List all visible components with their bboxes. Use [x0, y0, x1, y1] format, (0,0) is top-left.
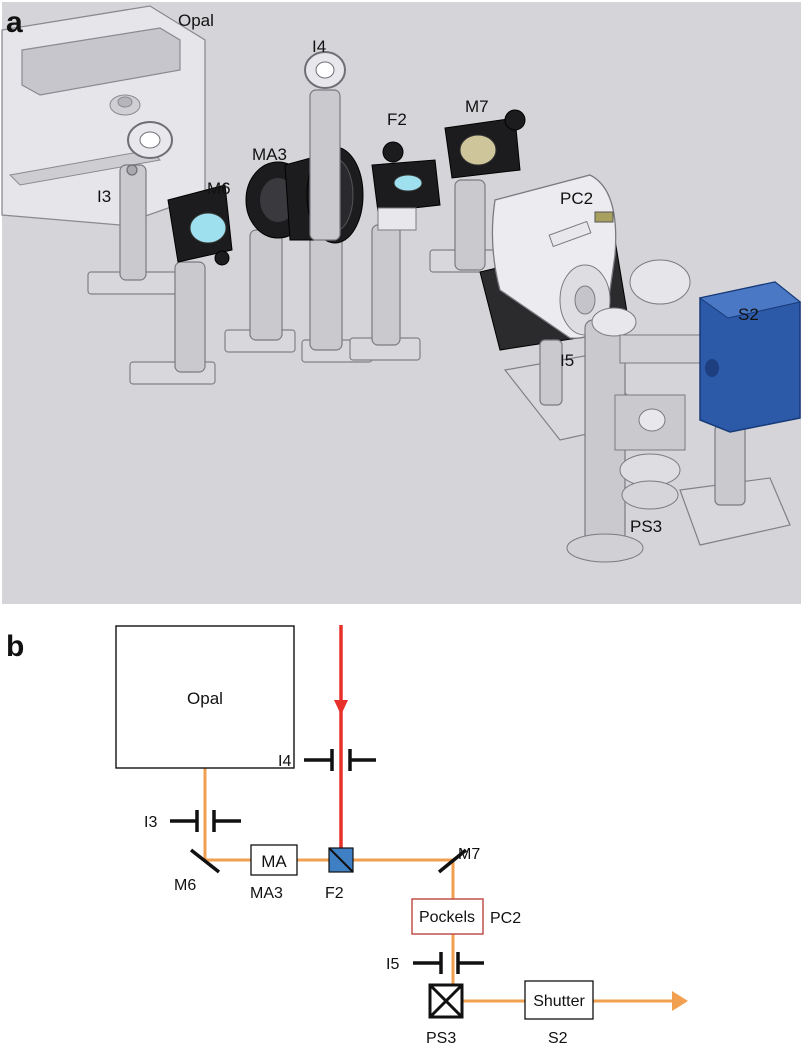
- mirror-m6-symbol: [189, 848, 221, 874]
- label-f2-schematic: F2: [325, 885, 344, 902]
- iris-i5-symbol: [413, 952, 484, 974]
- label-m7-3d: M7: [465, 97, 489, 116]
- ma-box-label: MA: [261, 852, 287, 871]
- iris-i4-symbol: [304, 749, 376, 771]
- opal-box: [115, 625, 295, 769]
- label-opal-3d: Opal: [178, 11, 214, 30]
- pockels-cell-pc2: [479, 174, 631, 351]
- label-ma3-3d: MA3: [252, 145, 287, 164]
- pockels-box: [411, 898, 484, 935]
- label-i5-schematic: I5: [386, 956, 399, 973]
- label-i4-schematic: I4: [278, 753, 291, 770]
- shutter-box: [524, 980, 594, 1020]
- label-i3-schematic: I3: [144, 814, 157, 831]
- iris-i3-symbol: [170, 810, 241, 832]
- label-ps3-schematic: PS3: [426, 1030, 456, 1047]
- opal-box-label: Opal: [187, 689, 223, 708]
- mirror-m7-symbol: [437, 848, 468, 874]
- ps3-symbol: [428, 983, 464, 1019]
- iris-i3-mount: [87, 121, 179, 295]
- panel-a-letter: a: [6, 6, 23, 39]
- label-m6-3d: M6: [207, 179, 231, 198]
- label-i3-3d: I3: [97, 187, 111, 206]
- pockels-box-label: Pockels: [419, 909, 475, 926]
- mirror-m7-mount: [429, 109, 526, 273]
- label-s2-schematic: S2: [548, 1030, 568, 1047]
- mirror-m6-mount: [129, 184, 233, 385]
- label-pc2-3d: PC2: [560, 189, 593, 208]
- label-ps3-3d: PS3: [630, 517, 662, 536]
- shutter-s2: [679, 281, 802, 546]
- label-pc2-schematic: PC2: [490, 910, 521, 927]
- orange-beam-arrow: [672, 991, 688, 1011]
- f2-cube-diagonal: [328, 847, 354, 873]
- label-s2-3d: S2: [738, 305, 759, 324]
- filter-f2-mount: [349, 141, 441, 361]
- panel-a: a Opal I4 F2 M7 MA3 I3 M6 PC2 S2 I5 PS3: [1, 2, 802, 604]
- ma-box: [250, 844, 298, 876]
- label-m6-schematic: M6: [174, 877, 196, 894]
- label-ma3-schematic: MA3: [250, 885, 283, 902]
- label-f2-3d: F2: [387, 110, 407, 129]
- panel-b: b Opal I4 I3 M6 M: [6, 625, 688, 1047]
- panel-b-letter: b: [6, 630, 24, 663]
- label-i4-3d: I4: [312, 37, 326, 56]
- shutter-box-label: Shutter: [533, 993, 585, 1010]
- red-beam-arrow: [334, 700, 348, 715]
- ps3-stand: [503, 259, 711, 563]
- iris-i4-mount: [304, 51, 346, 241]
- label-i5-3d: I5: [560, 351, 574, 370]
- label-m7-schematic: M7: [458, 846, 480, 863]
